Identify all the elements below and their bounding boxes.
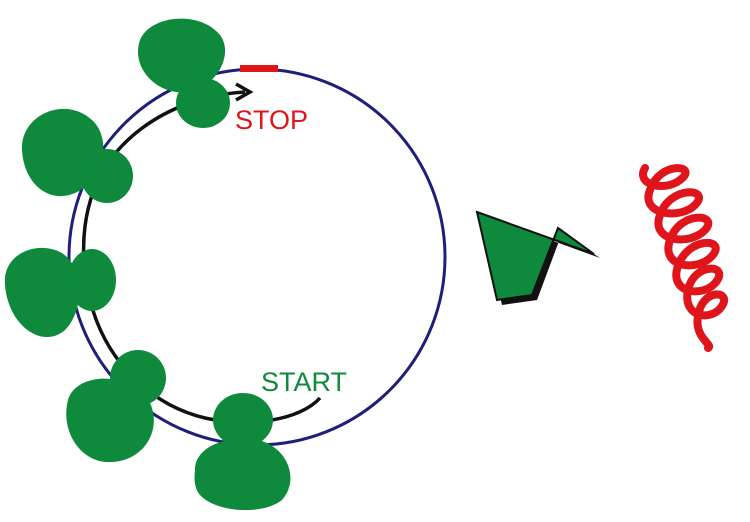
protein-helix-icon bbox=[639, 164, 728, 352]
nascent-chain-arrowhead-icon bbox=[235, 82, 254, 102]
ribosome-icon bbox=[194, 438, 291, 511]
process-arrow bbox=[475, 210, 600, 305]
start-label: START bbox=[261, 367, 347, 397]
ribosome-icon bbox=[4, 247, 80, 338]
ribosome-icon bbox=[66, 378, 154, 463]
ribosome-1 bbox=[138, 18, 230, 128]
ribosome-3 bbox=[4, 247, 116, 338]
arrow-right-icon bbox=[475, 210, 595, 302]
polypeptide-helix bbox=[639, 164, 728, 352]
ribosome-icon bbox=[138, 18, 226, 93]
ribosome-4 bbox=[66, 350, 166, 463]
stop-codon-marker bbox=[240, 65, 278, 72]
ribosome-2 bbox=[21, 108, 133, 203]
ribosome-5 bbox=[194, 393, 291, 511]
stop-label: STOP bbox=[235, 105, 308, 135]
